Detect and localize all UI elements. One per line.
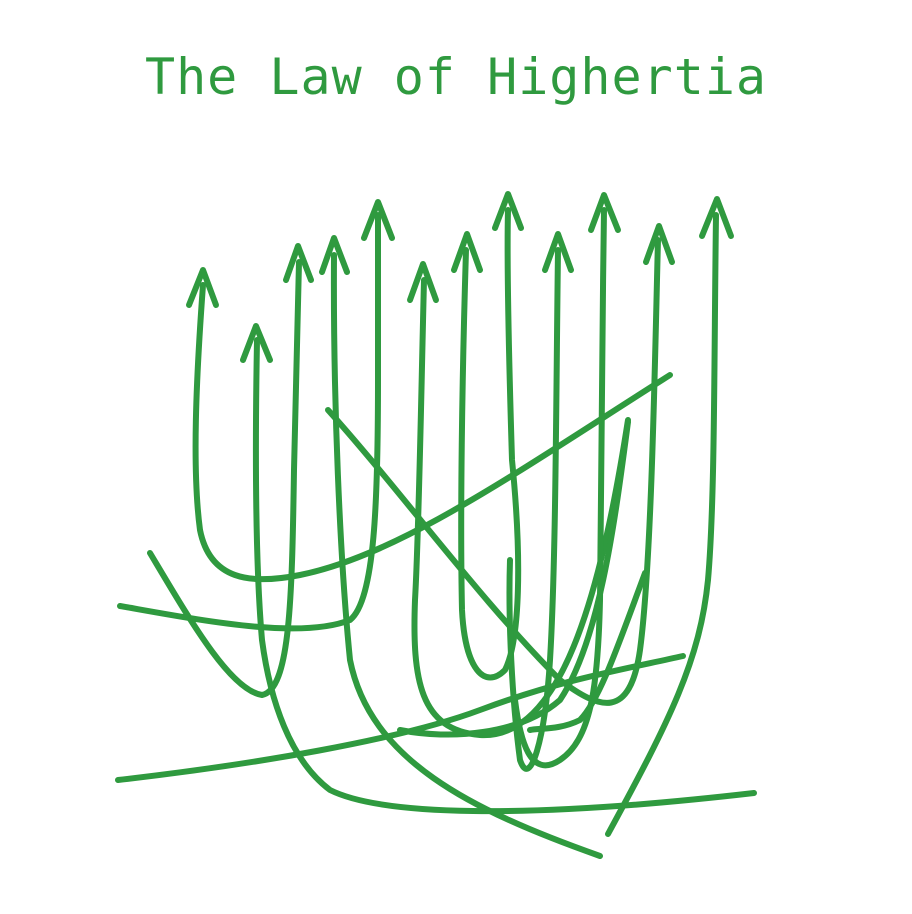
u-curve-9 — [506, 247, 561, 772]
diagram-title: The Law of Highertia — [144, 48, 768, 106]
u-curve-2 — [252, 337, 757, 815]
u-curve-4 — [330, 252, 603, 859]
u-curve-8 — [325, 237, 661, 706]
arrowhead-8 — [492, 191, 524, 231]
u-curve-6 — [411, 277, 631, 739]
u-curve-5 — [117, 212, 382, 632]
arrowhead-9 — [643, 223, 675, 265]
arrowhead-12 — [699, 196, 734, 239]
arrowhead-5 — [361, 199, 395, 241]
arrowhead-6 — [407, 261, 439, 303]
arrowhead-11 — [588, 192, 621, 233]
u-curve-7 — [458, 207, 522, 681]
arrowhead-10 — [542, 231, 574, 273]
arrowhead-4 — [319, 235, 350, 275]
u-curve-3 — [147, 259, 302, 698]
cross-stroke-3 — [397, 419, 631, 738]
u-curve-11 — [605, 212, 719, 837]
arrowhead-7 — [451, 231, 483, 273]
arrowhead-2 — [240, 323, 273, 363]
cross-stroke-2 — [527, 570, 648, 733]
u-curve-10 — [512, 207, 607, 769]
cross-stroke-1 — [115, 653, 686, 783]
arrowhead-1 — [186, 267, 219, 308]
arrowhead-3 — [283, 243, 314, 283]
